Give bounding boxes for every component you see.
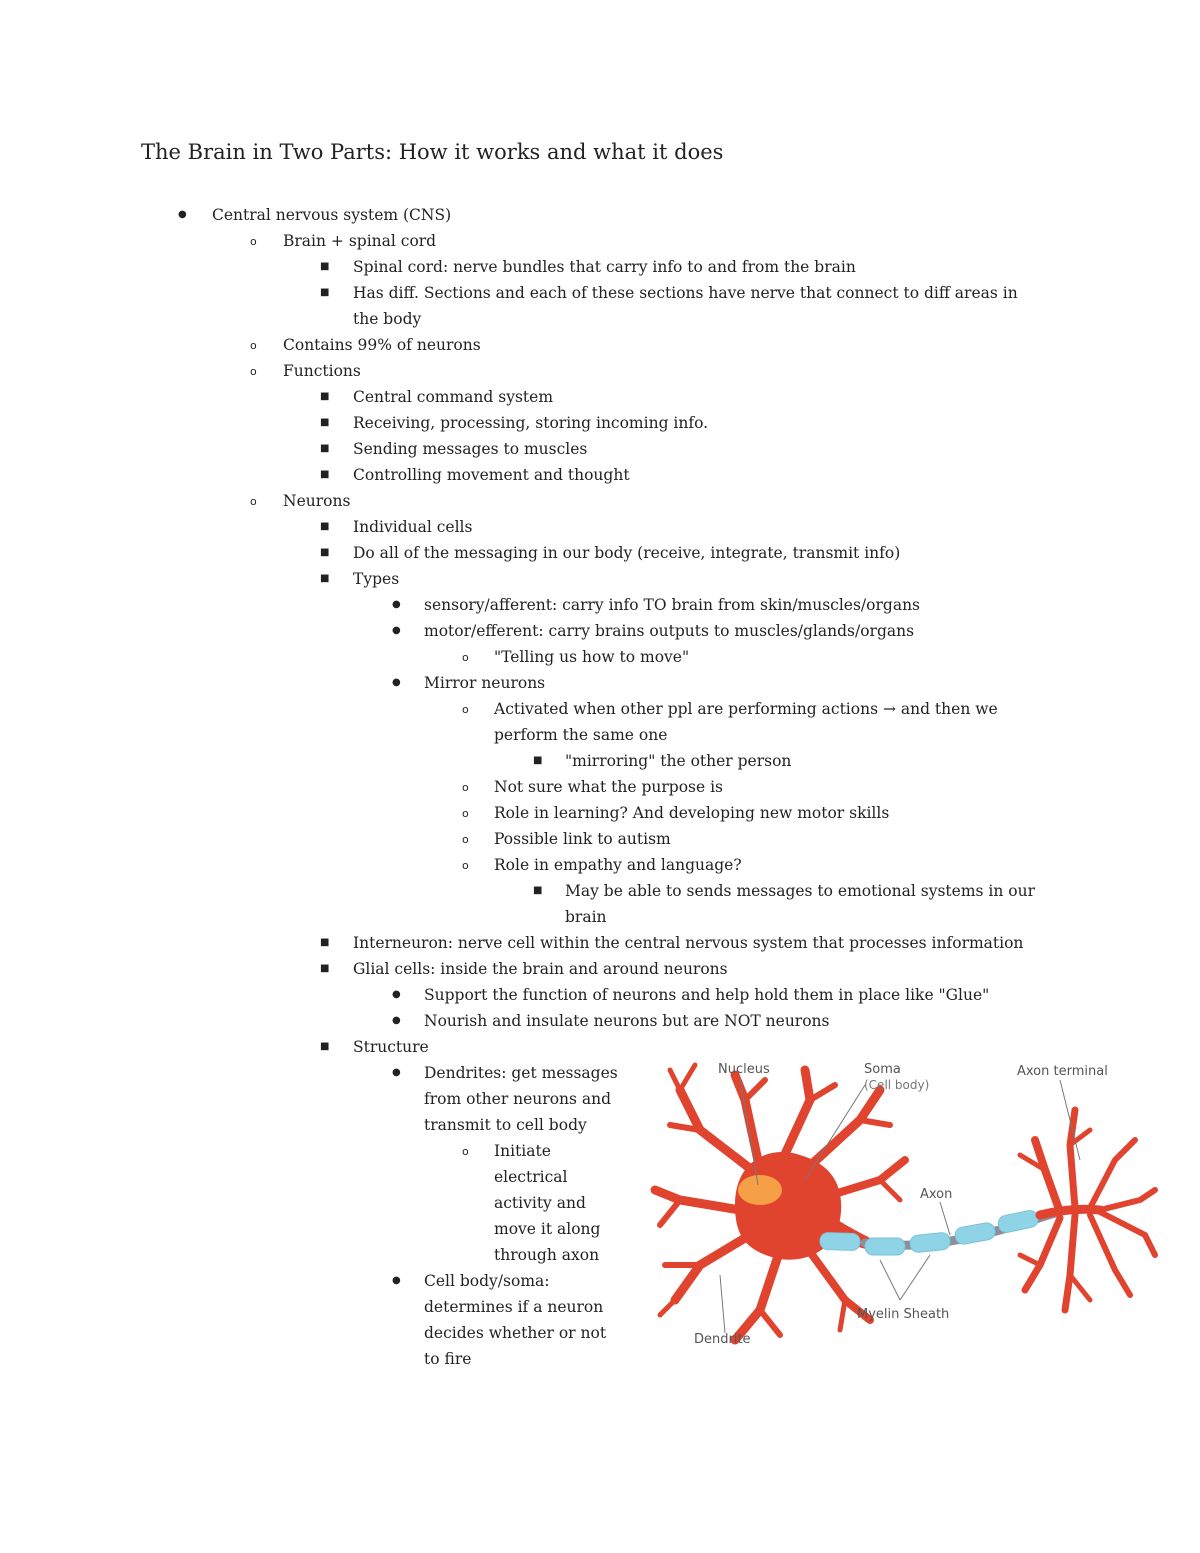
bullet-marker: ●	[392, 1275, 401, 1286]
bullet-marker: ■	[320, 391, 330, 402]
neuron-shapes	[650, 1062, 1158, 1345]
bullet-marker: o	[250, 235, 257, 248]
list-item: decides whether or not	[424, 1324, 607, 1342]
bullet-marker: o	[250, 365, 257, 378]
bullet-marker: o	[462, 833, 469, 846]
myelin-segments	[819, 1210, 1039, 1256]
list-item: move it along	[494, 1220, 601, 1238]
list-item: determines if a neuron	[424, 1298, 604, 1316]
bullet-marker: ■	[320, 443, 330, 454]
list-item: Support the function of neurons and help…	[424, 986, 990, 1004]
list-item: Do all of the messaging in our body (rec…	[353, 544, 901, 562]
bullet-marker: ■	[320, 1041, 330, 1052]
list-item: Spinal cord: nerve bundles that carry in…	[353, 258, 856, 276]
list-item: sensory/afferent: carry info TO brain fr…	[424, 596, 920, 614]
list-item: Neurons	[283, 492, 351, 510]
list-item: Interneuron: nerve cell within the centr…	[353, 934, 1024, 952]
list-item: Possible link to autism	[494, 830, 671, 848]
bullet-marker: o	[462, 703, 469, 716]
list-item: Contains 99% of neurons	[283, 336, 481, 354]
list-item: Cell body/soma:	[424, 1272, 550, 1290]
list-item: Role in learning? And developing new mot…	[494, 804, 890, 822]
bullet-marker: o	[462, 1145, 469, 1158]
label-dendrite: Dendrite	[694, 1332, 751, 1347]
bullet-marker: ■	[320, 573, 330, 584]
neuron-diagram: Nucleus Soma (Cell body) Axon terminal A…	[640, 1050, 1160, 1360]
axon-terminal-shape	[1017, 1106, 1158, 1314]
bullet-marker: ●	[392, 599, 401, 610]
label-axon: Axon	[920, 1187, 952, 1202]
list-item: Nourish and insulate neurons but are NOT…	[424, 1012, 830, 1030]
list-item: from other neurons and	[424, 1090, 612, 1108]
list-item: electrical	[494, 1168, 568, 1186]
list-item: to fire	[424, 1350, 472, 1368]
list-item: activity and	[494, 1194, 586, 1212]
document-title: The Brain in Two Parts: How it works and…	[141, 140, 724, 164]
label-myelin-sheath: Myelin Sheath	[857, 1307, 949, 1322]
bullet-marker: ■	[320, 521, 330, 532]
list-item: Brain + spinal cord	[283, 232, 437, 250]
label-nucleus: Nucleus	[718, 1062, 770, 1077]
bullet-marker: ●	[392, 1067, 401, 1078]
label-axon-terminal: Axon terminal	[1017, 1064, 1108, 1079]
list-item: Role in empathy and language?	[494, 856, 742, 874]
list-item: May be able to sends messages to emotion…	[565, 882, 1035, 900]
list-item: Dendrites: get messages	[424, 1064, 618, 1082]
bullet-marker: ●	[392, 625, 401, 636]
leader-lines	[719, 1077, 1081, 1334]
bullet-marker: ■	[320, 469, 330, 480]
bullet-marker: ●	[392, 989, 401, 1000]
bullet-marker: o	[250, 495, 257, 508]
list-item: brain	[565, 908, 607, 926]
bullet-marker: ●	[392, 1015, 401, 1026]
bullet-marker: ■	[320, 417, 330, 428]
list-item: Mirror neurons	[424, 674, 546, 692]
bullet-marker: ■	[533, 885, 543, 896]
bullet-marker: ■	[320, 963, 330, 974]
nucleus-shape	[738, 1175, 782, 1205]
list-item: Functions	[283, 362, 361, 380]
list-item: Controlling movement and thought	[353, 466, 630, 484]
list-item: "Telling us how to move"	[494, 648, 690, 666]
list-item: Sending messages to muscles	[353, 440, 588, 458]
list-item: Types	[353, 570, 400, 588]
list-item: perform the same one	[494, 726, 668, 744]
list-item: Has diff. Sections and each of these sec…	[353, 284, 1018, 302]
list-item: "mirroring" the other person	[565, 752, 792, 770]
list-item: transmit to cell body	[424, 1116, 587, 1134]
list-item: Central nervous system (CNS)	[212, 206, 452, 224]
bullet-marker: o	[462, 781, 469, 794]
bullet-marker: ■	[320, 287, 330, 298]
list-item: Central command system	[353, 388, 554, 406]
bullet-marker: ■	[533, 755, 543, 766]
bullet-marker: ■	[320, 937, 330, 948]
list-item: Initiate	[494, 1142, 551, 1160]
list-item: Individual cells	[353, 518, 473, 536]
bullet-marker: o	[462, 651, 469, 664]
label-soma: Soma	[864, 1062, 901, 1077]
list-item: Glial cells: inside the brain and around…	[353, 960, 728, 978]
list-item: through axon	[494, 1246, 600, 1264]
bullet-marker: ●	[392, 677, 401, 688]
list-item: Receiving, processing, storing incoming …	[353, 414, 709, 432]
bullet-marker: ●	[178, 209, 187, 220]
list-item: the body	[353, 310, 422, 328]
list-item: Structure	[353, 1038, 429, 1056]
bullet-marker: o	[462, 859, 469, 872]
list-item: motor/efferent: carry brains outputs to …	[424, 622, 915, 640]
list-item: Activated when other ppl are performing …	[494, 700, 998, 718]
neuron-svg: Nucleus Soma (Cell body) Axon terminal A…	[650, 1062, 1158, 1347]
list-item: Not sure what the purpose is	[494, 778, 723, 796]
label-cell-body: (Cell body)	[864, 1078, 929, 1092]
bullet-marker: ■	[320, 261, 330, 272]
bullet-marker: ■	[320, 547, 330, 558]
bullet-marker: o	[462, 807, 469, 820]
bullet-marker: o	[250, 339, 257, 352]
